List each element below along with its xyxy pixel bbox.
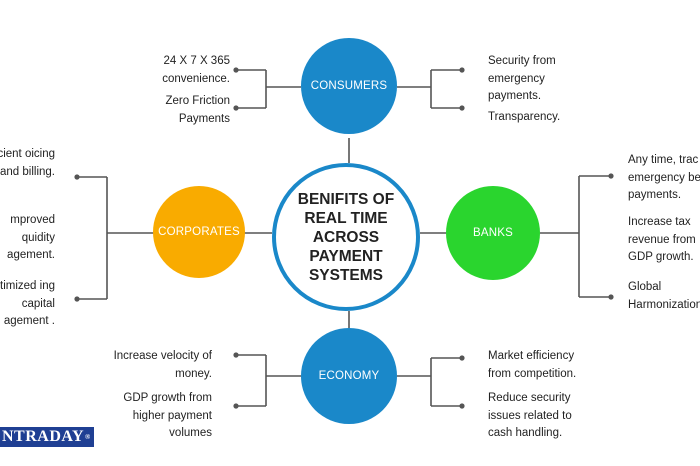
corporates-label: CORPORATES [158,226,240,238]
economy-item: Market efficiency from competition. [488,350,577,380]
consumers-item: Zero Friction Payments [165,95,230,125]
center-circle: BENIFITS OF REAL TIME ACROSS PAYMENT SYS… [272,163,420,311]
consumers-item: 24 X 7 X 365 convenience. [162,55,230,85]
banks-label: BANKS [473,227,513,239]
corporates-item: mproved quidity agement. [7,214,55,261]
corporates-item: ptimized ing capital agement . [0,280,55,327]
banks-node: BANKS [446,186,540,280]
economy-item: GDP growth from higher payment volumes [123,392,212,439]
corporates-node: CORPORATES [153,186,245,278]
center-title: BENIFITS OF REAL TIME ACROSS PAYMENT SYS… [297,190,395,284]
consumers-item: Security from emergency payments. [488,55,556,102]
banks-item: Increase tax revenue from GDP growth. [628,216,696,263]
economy-item: Increase velocity of money. [113,350,212,380]
economy-node: ECONOMY [301,328,397,424]
economy-item: Reduce security issues related to cash h… [488,392,572,439]
banks-item: Global Harmonization [628,281,700,311]
logo-mark: ® [85,433,91,441]
consumers-label: CONSUMERS [310,80,388,92]
logo-text: NTRADAY [2,428,85,445]
intraday-logo: NTRADAY® [0,427,94,447]
corporates-item: fficient oicing and billing. [0,148,55,178]
banks-item: Any time, trac emergency be payments. [628,154,700,201]
consumers-item: Transparency. [488,111,561,123]
economy-label: ECONOMY [318,370,380,382]
consumers-node: CONSUMERS [301,38,397,134]
